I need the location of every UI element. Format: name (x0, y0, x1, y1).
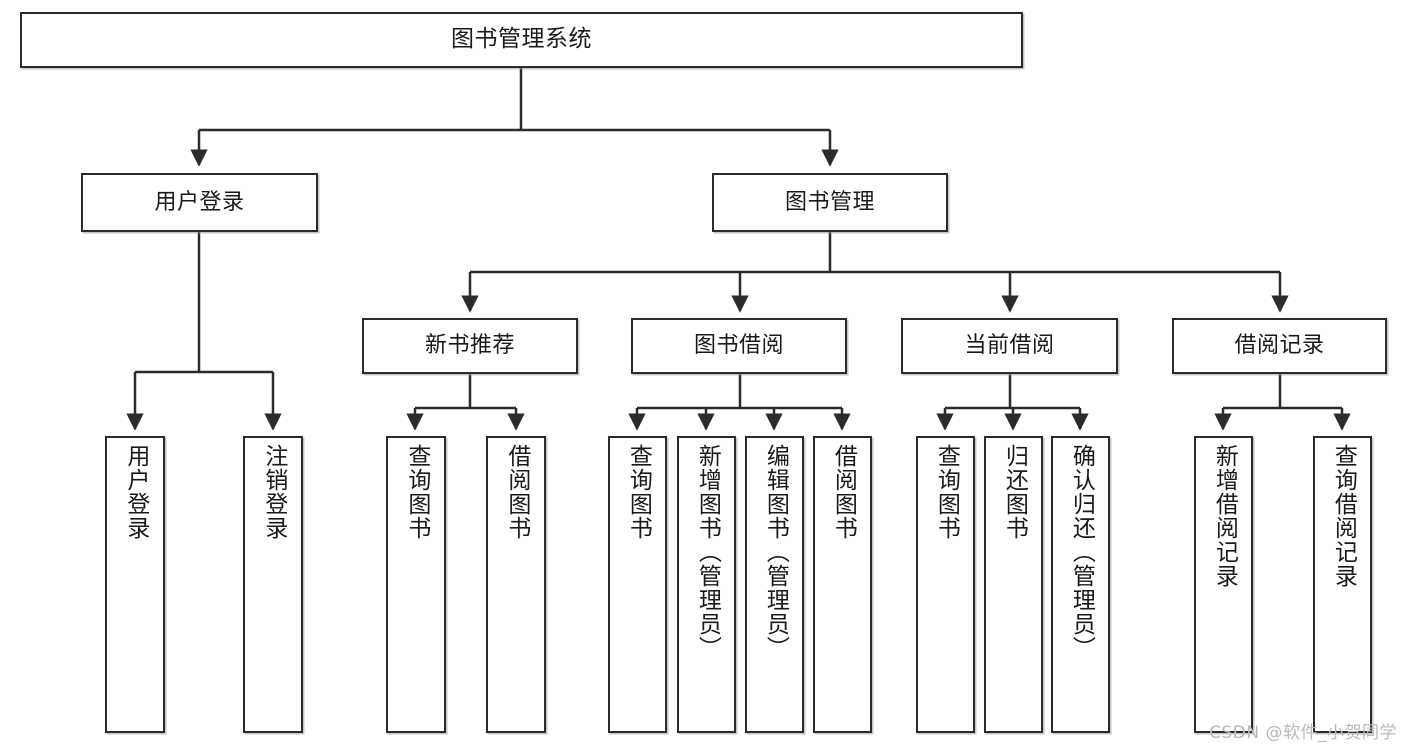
leaf-borrow-borrow-book[interactable]: 借阅图书 (813, 436, 872, 733)
node-label: 借阅记录 (1234, 333, 1325, 359)
leaf-borrow-add-book-admin[interactable]: 新增图书（管理员） (677, 436, 736, 733)
leaf-current-query-book[interactable]: 查询图书 (916, 436, 975, 733)
node-label: 新增借阅记录 (1211, 444, 1238, 588)
node-current-borrow[interactable]: 当前借阅 (901, 318, 1118, 374)
leaf-record-query[interactable]: 查询借阅记录 (1313, 436, 1372, 733)
leaf-current-confirm-return-admin[interactable]: 确认归还（管理员） (1051, 436, 1110, 733)
node-book-management[interactable]: 图书管理 (712, 173, 948, 232)
node-label: 用户登录 (154, 189, 245, 215)
leaf-borrow-edit-book-admin[interactable]: 编辑图书（管理员） (745, 436, 804, 733)
leaf-record-add[interactable]: 新增借阅记录 (1194, 436, 1253, 733)
node-root-system[interactable]: 图书管理系统 (20, 12, 1023, 68)
leaf-user-login[interactable]: 用户登录 (105, 436, 165, 733)
node-label: 编辑图书（管理员） (762, 444, 789, 660)
node-label: 查询图书 (625, 444, 652, 540)
node-label: 确认归还（管理员） (1068, 444, 1095, 660)
node-label: 图书管理 (784, 189, 875, 215)
leaf-borrow-query-book[interactable]: 查询图书 (608, 436, 667, 733)
leaf-user-logout[interactable]: 注销登录 (243, 436, 303, 733)
node-label: 借阅图书 (503, 444, 530, 540)
csdn-watermark: CSDN @软件_小贺同学 (1209, 723, 1397, 743)
node-user-login[interactable]: 用户登录 (81, 173, 318, 232)
node-borrow-record[interactable]: 借阅记录 (1172, 318, 1387, 374)
node-new-book-recommend[interactable]: 新书推荐 (362, 318, 578, 374)
node-label: 新增图书（管理员） (694, 444, 721, 660)
node-label: 借阅图书 (830, 444, 857, 540)
node-label: 图书管理系统 (451, 26, 592, 53)
node-label: 图书借阅 (693, 333, 784, 359)
node-label: 用户登录 (122, 444, 149, 540)
node-label: 注销登录 (260, 444, 287, 540)
leaf-new-book-query[interactable]: 查询图书 (386, 436, 446, 733)
leaf-current-return-book[interactable]: 归还图书 (984, 436, 1043, 733)
node-label: 查询图书 (933, 444, 960, 540)
node-label: 当前借阅 (964, 333, 1055, 359)
node-book-borrow[interactable]: 图书借阅 (631, 318, 847, 374)
node-label: 查询图书 (403, 444, 430, 540)
node-label: 归还图书 (1001, 444, 1028, 540)
node-label: 新书推荐 (424, 333, 515, 359)
leaf-new-book-borrow[interactable]: 借阅图书 (486, 436, 546, 733)
node-label: 查询借阅记录 (1330, 444, 1357, 588)
